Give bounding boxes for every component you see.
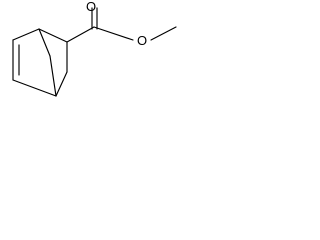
bond-ring-bottom-left [12, 79, 57, 97]
bond-ring-bridgehead-top-bottom [38, 28, 51, 57]
ester-oxygen-label: O [137, 33, 147, 48]
bond-ring-left-top [12, 28, 40, 41]
carbonyl-oxygen-label: O [86, 0, 96, 14]
bond-ester-oxygen [93, 26, 134, 41]
bond-methoxy [150, 26, 177, 41]
bond-lines [12, 7, 177, 97]
chemical-structure-diagram: O O [12, 0, 177, 97]
bond-ring-right-lower [55, 71, 68, 97]
bond-ring-bridge-bottom [49, 55, 57, 97]
bond-ester-substituent [66, 26, 95, 43]
bond-ring-top-right [38, 28, 68, 43]
